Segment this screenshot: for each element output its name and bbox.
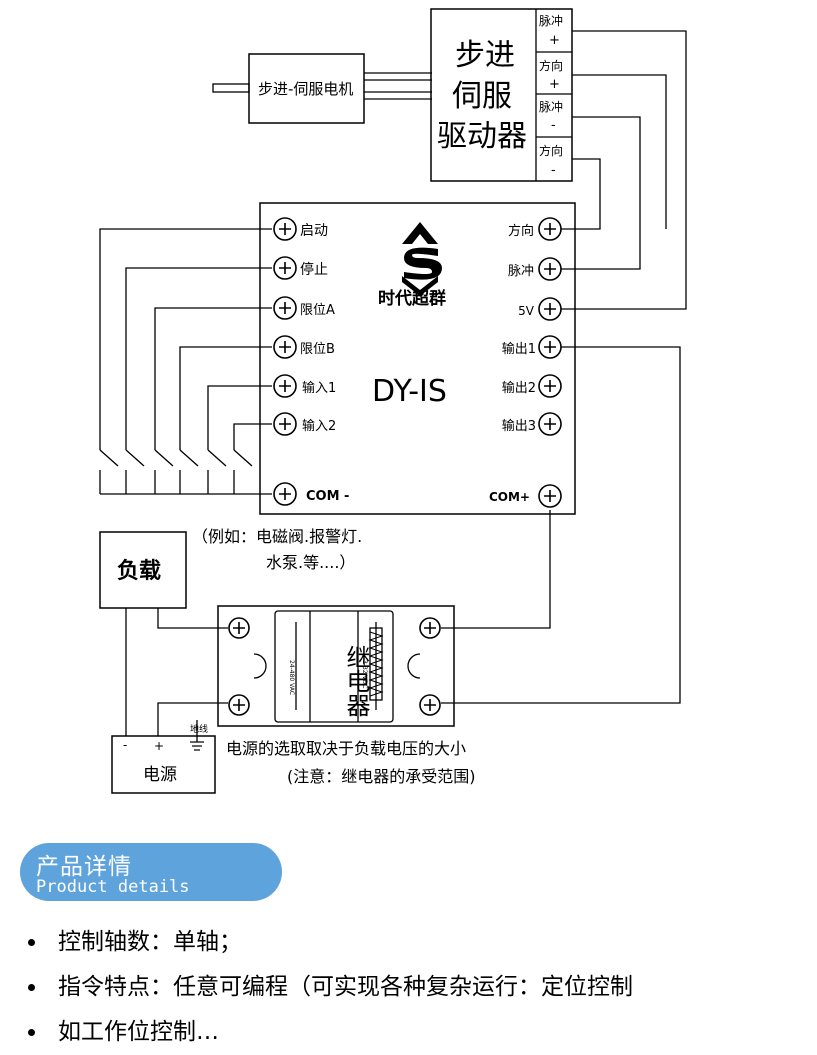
detail-text: 控制轴数：单轴； xyxy=(58,929,242,955)
term-label-pulse: 脉冲 xyxy=(508,264,534,279)
power-note-2: (注意：继电器的承受范围) xyxy=(287,767,476,786)
driver-title-1: 步进 xyxy=(455,38,515,73)
details-list: 控制轴数：单轴； 指令特点：任意可编程（可实现各种复杂运行：定位控制 如工作位控… xyxy=(0,920,817,1055)
motor-shaft xyxy=(212,83,250,93)
term-label-limit-a: 限位A xyxy=(300,303,335,318)
list-item: 控制轴数：单轴； xyxy=(0,920,817,965)
section-title-cn: 产品详情 xyxy=(36,854,132,880)
detail-text: 如工作位控制… xyxy=(58,1019,219,1045)
motor-label: 步进-伺服电机 xyxy=(258,80,353,98)
power-minus-sign: - xyxy=(123,738,127,752)
bullet-icon xyxy=(28,939,35,946)
driver-terminal-label: 脉冲 xyxy=(539,13,563,28)
relay-small-left: 24-480 VAC xyxy=(288,660,295,695)
relay-body xyxy=(217,605,455,727)
power-label: 电源 xyxy=(143,765,177,785)
term-label-direction: 方向 xyxy=(508,223,534,239)
load-note-2: 水泵.等....） xyxy=(266,553,355,572)
term-label-input-2: 输入2 xyxy=(302,418,336,434)
load-note-1: （例如：电磁阀.报警灯. xyxy=(192,527,362,546)
terminals xyxy=(228,217,562,716)
section-badge: 产品详情 Product details xyxy=(20,843,282,901)
term-label-output-2: 输出2 xyxy=(502,380,536,396)
relay-small-right: 3-32 VDC xyxy=(361,660,368,688)
term-label-stop: 停止 xyxy=(300,261,328,278)
driver-title-2: 伺服 xyxy=(452,79,512,114)
brand-logo-icon xyxy=(402,222,442,296)
driver-terminal-label: 方向 xyxy=(539,58,563,73)
load-box xyxy=(99,531,187,609)
driver-terminal-label: 脉冲 xyxy=(539,99,563,114)
term-label-input-1: 输入1 xyxy=(302,380,336,396)
power-box xyxy=(111,735,216,794)
logo-text: 时代超群 xyxy=(378,288,446,309)
driver-terminal-sign: + xyxy=(549,77,560,92)
controller-model: DY-IS xyxy=(372,374,447,409)
bullet-icon xyxy=(28,984,35,991)
driver-terminal-label: 方向 xyxy=(539,143,563,158)
term-label-5v: 5V xyxy=(518,304,535,318)
driver-title-3: 驱动器 xyxy=(437,119,527,154)
term-label-com-minus: COM - xyxy=(306,489,349,504)
driver-terminal-sign: - xyxy=(551,118,556,133)
relay-label-text: 继电器 xyxy=(298,645,370,717)
relay-panel xyxy=(274,610,394,723)
term-label-output-3: 输出3 xyxy=(502,418,536,434)
driver-terminal-sign: + xyxy=(549,33,560,48)
wiring-diagram: 步进-伺服电机 步进 伺服 驱动器 脉冲 + 方向 + 脉冲 - 方向 - 时代… xyxy=(99,8,687,794)
relay-label: 继电器 xyxy=(298,645,370,717)
section-title-en: Product details xyxy=(36,877,190,897)
power-plus-sign: + xyxy=(154,739,164,753)
driver-box xyxy=(430,8,573,182)
driver-terminal-sign: - xyxy=(551,163,556,178)
controller-box xyxy=(259,202,576,515)
list-item: 如工作位控制… xyxy=(0,1010,817,1055)
detail-text: 指令特点：任意可编程（可实现各种复杂运行：定位控制 xyxy=(58,974,633,1000)
power-note-1: 电源的选取取决于负载电压的大小 xyxy=(226,739,466,758)
term-label-com-plus: COM+ xyxy=(489,490,530,504)
term-label-output-1: 输出1 xyxy=(502,341,536,357)
term-label-limit-b: 限位B xyxy=(300,342,335,357)
ground-label: 地线 xyxy=(190,723,208,735)
bullet-icon xyxy=(28,1029,35,1036)
load-label: 负载 xyxy=(117,558,161,584)
term-label-start: 启动 xyxy=(300,223,328,239)
list-item: 指令特点：任意可编程（可实现各种复杂运行：定位控制 xyxy=(0,965,817,1010)
